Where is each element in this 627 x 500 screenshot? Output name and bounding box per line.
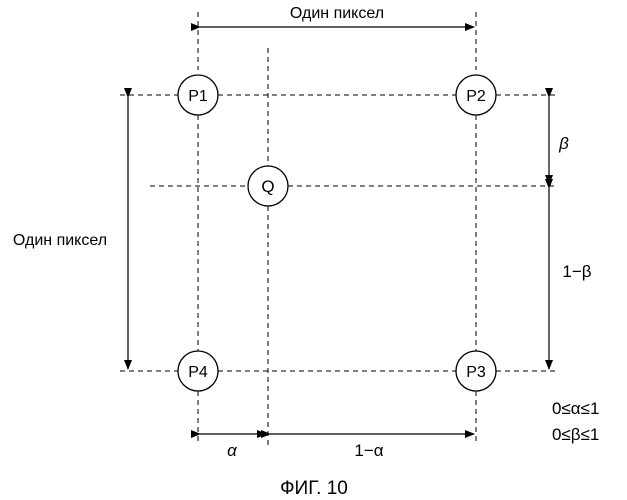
node-p4-label: P4: [188, 364, 208, 381]
node-p3: P3: [456, 351, 496, 391]
right-dimension: β 1−β: [549, 97, 592, 369]
node-p2-label: P2: [466, 88, 486, 105]
alpha-label: α: [227, 441, 238, 460]
beta-label: β: [558, 134, 569, 153]
beta-range-label: 0≤β≤1: [552, 425, 599, 444]
bottom-dimension: α 1−α: [200, 434, 474, 460]
top-dimension: Один пиксел: [198, 5, 476, 70]
one-minus-beta-label: 1−β: [562, 262, 591, 281]
node-q-label: Q: [261, 177, 274, 196]
node-p3-label: P3: [466, 364, 486, 381]
left-pixel-label: Один пиксел: [13, 232, 107, 249]
one-minus-alpha-label: 1−α: [354, 441, 383, 460]
node-p4: P4: [178, 351, 218, 391]
node-p2: P2: [456, 75, 496, 115]
top-pixel-label: Один пиксел: [290, 5, 384, 22]
figure-caption: ФИГ. 10: [280, 478, 348, 499]
left-dimension: Один пиксел: [13, 97, 128, 369]
node-p1-label: P1: [188, 88, 208, 105]
alpha-range-label: 0≤α≤1: [552, 399, 599, 418]
node-q: Q: [248, 166, 288, 206]
node-p1: P1: [178, 75, 218, 115]
